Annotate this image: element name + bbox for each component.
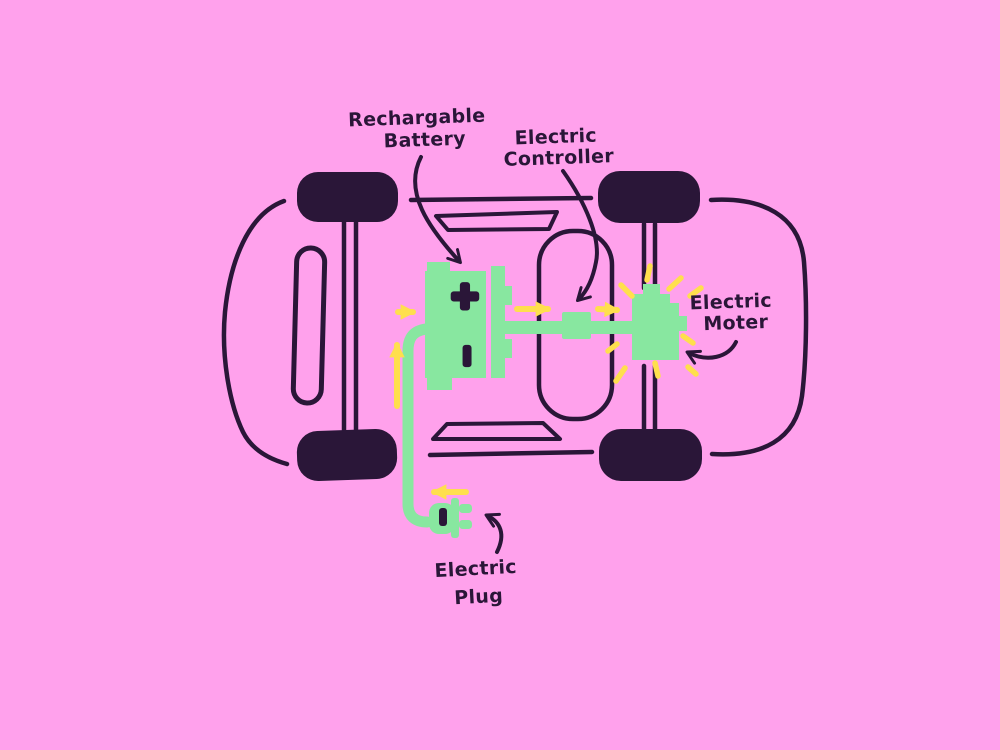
motor-label-arrow: [685, 340, 738, 365]
wheel-front-lower: [296, 428, 398, 482]
rear-axle: [641, 221, 658, 433]
battery-strip-bump: [505, 286, 512, 305]
battery-cell-strip: [491, 266, 505, 378]
window-bottom: [431, 421, 562, 441]
battery-label-arrow: [413, 155, 462, 265]
labels: Rechargable Battery Electric Controller …: [348, 105, 772, 610]
spark-dash: [652, 360, 661, 379]
motor-body: [630, 284, 687, 360]
plug-face-plate: [451, 498, 459, 538]
charge-cable: [402, 323, 433, 528]
spark-dash: [687, 285, 704, 299]
flow-arrow-controller-to-motor: [595, 301, 621, 318]
battery-body: [425, 271, 486, 378]
battery: [425, 262, 512, 390]
powertrain: [402, 262, 687, 538]
battery-label-line1: Rechargable: [348, 105, 486, 132]
battery-minus-terminal: −: [452, 345, 482, 367]
label-arrows: [413, 155, 738, 554]
motor-spark-dashes: [605, 263, 704, 384]
spark-dash: [618, 282, 635, 299]
spark-dash: [613, 365, 628, 384]
plug-label-arrow: [484, 512, 504, 554]
rear-bumper: [708, 197, 809, 457]
front-bumper: [221, 198, 290, 467]
front-panel-outline: [290, 245, 328, 406]
controller-block: [562, 312, 591, 339]
wheel-rear-lower: [599, 429, 702, 481]
battery-label-line2: Battery: [383, 128, 466, 153]
spark-dash: [644, 263, 653, 283]
spark-dash: [666, 275, 684, 292]
plug-prong: [459, 520, 472, 529]
spark-dash: [685, 364, 699, 377]
body-line-bottom: [427, 449, 595, 458]
wheel-front-upper: [297, 172, 398, 222]
plug-label-line2: Plug: [454, 585, 504, 610]
controller-label-arrow: [561, 169, 599, 303]
spark-dash: [605, 341, 620, 354]
battery-strip-bump: [505, 339, 512, 358]
body-line-top: [408, 195, 594, 203]
spark-dash: [680, 333, 696, 346]
controller-label-line2: Controller: [503, 145, 614, 171]
plug-label-line1: Electric: [434, 556, 517, 582]
motor-label-line2: Moter: [703, 311, 769, 335]
window-top: [434, 210, 559, 232]
motor-label-line1: Electric: [689, 290, 772, 315]
plug: [429, 498, 472, 538]
energy-flow-arrows: [389, 301, 621, 500]
front-axle: [341, 219, 359, 433]
car-chassis-outline: [221, 171, 809, 482]
plug-prong: [459, 504, 472, 513]
controller-label-line1: Electric: [514, 125, 597, 150]
wheel-rear-upper: [598, 171, 700, 223]
battery-plus-terminal: +: [450, 276, 480, 317]
plug-slot: [439, 508, 447, 526]
